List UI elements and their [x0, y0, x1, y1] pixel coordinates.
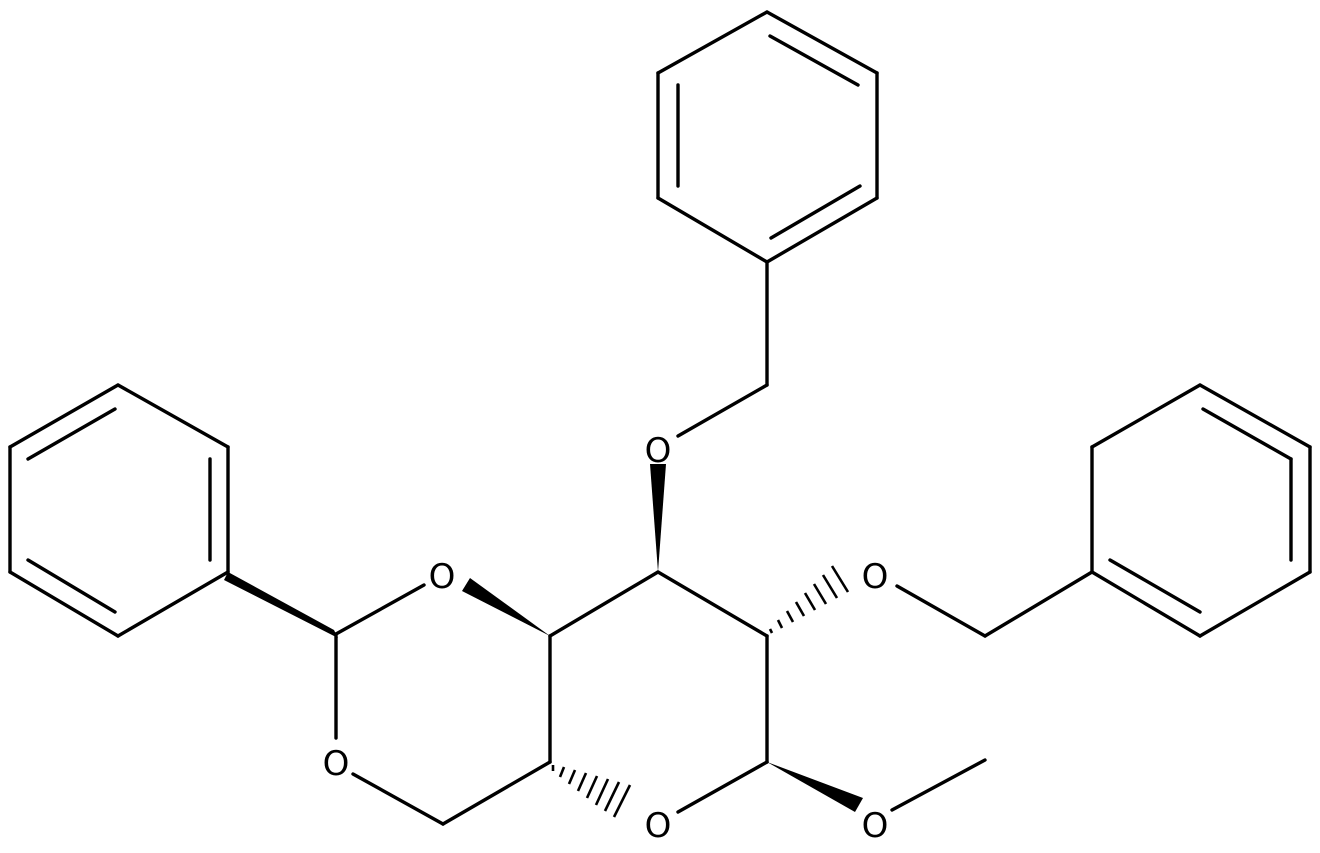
oxygen-label-acetal-lower: O	[323, 744, 350, 784]
methoxy-group	[767, 758, 987, 812]
oxygen-label-acetal-upper: O	[429, 557, 456, 597]
oxygen-label-ring: O	[645, 806, 672, 846]
right-benzyl-linker	[895, 570, 1094, 638]
top-benzyl-linker	[676, 260, 769, 438]
pyranose-ring-bonds	[548, 464, 769, 814]
c5-oxygen-hash	[551, 765, 632, 818]
oxygen-label-c2: O	[862, 557, 889, 597]
c4-oxygen-wedge	[462, 578, 550, 636]
dioxane-ring-bonds	[224, 572, 552, 826]
c3-oxygen-wedge	[650, 464, 666, 572]
oxygen-label-methoxy: O	[862, 806, 889, 846]
c2-oxygen-hash	[768, 565, 850, 634]
oxygen-label-c3: O	[645, 431, 672, 471]
acetal-phenyl-wedge	[224, 572, 338, 638]
right-phenyl-ring	[1090, 383, 1312, 638]
c1-oxygen-wedge	[767, 762, 863, 812]
top-phenyl-ring	[656, 10, 879, 264]
left-phenyl-ring	[8, 383, 230, 638]
